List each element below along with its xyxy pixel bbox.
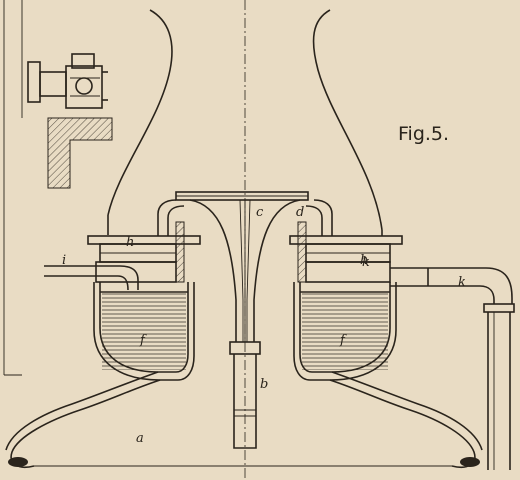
reservoir-right <box>293 282 397 381</box>
label-k-outer: k <box>458 275 466 290</box>
outlet-pipe <box>390 267 515 470</box>
label-k-inner: k <box>362 255 370 270</box>
inlet-pipe <box>44 265 139 291</box>
label-f-left: f <box>139 333 147 348</box>
lamp-base <box>5 371 483 468</box>
reservoir-left <box>93 282 195 381</box>
page-frame <box>3 0 23 376</box>
glass-chimney <box>107 9 383 236</box>
label-d: d <box>296 205 304 220</box>
air-ducts <box>95 243 391 283</box>
label-b: b <box>260 377 268 392</box>
label-h-right: h <box>360 253 368 268</box>
burner-cap <box>175 191 309 201</box>
label-f-right: f <box>339 333 347 348</box>
label-i: i <box>62 253 66 268</box>
wall-bracket-detail <box>27 53 113 189</box>
label-c: c <box>256 205 264 220</box>
label-h-left: h <box>126 235 134 250</box>
label-a: a <box>136 431 144 446</box>
figure-title: Fig.5. <box>398 123 449 145</box>
